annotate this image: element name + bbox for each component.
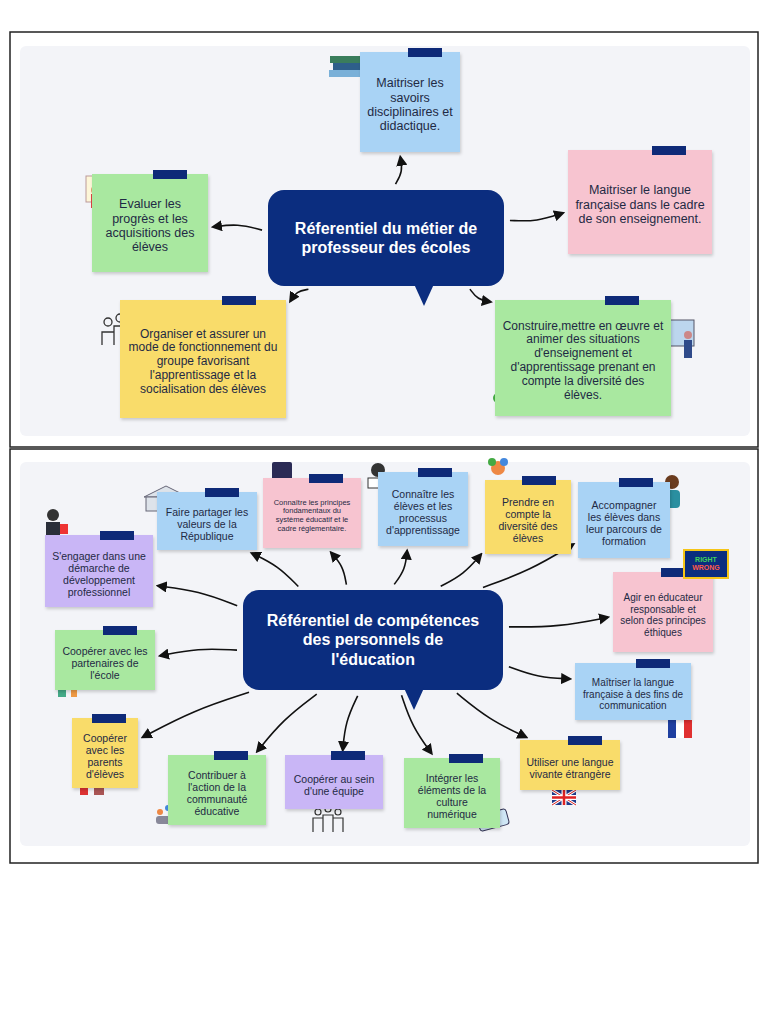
arrow-connector bbox=[331, 553, 346, 585]
arrow-connector bbox=[213, 225, 262, 230]
note-text: Agir en éducateur responsable et selon d… bbox=[619, 592, 707, 638]
note-text: Contribuer à l'action de la communauté é… bbox=[174, 769, 260, 817]
note-text: Maîtriser la langue française à des fins… bbox=[581, 677, 685, 712]
arrow-connector bbox=[290, 289, 308, 301]
arrow-connector bbox=[160, 649, 237, 656]
right-wrong-sign: RIGHTWRONG bbox=[683, 549, 729, 579]
note-text: Maitriser les savoirs disciplinaires et … bbox=[366, 76, 454, 134]
note-text: Coopérer avec les parents d'élèves bbox=[78, 732, 132, 780]
arrow-connector bbox=[143, 692, 249, 737]
note-text: Maitriser le langue française dans le ca… bbox=[574, 183, 706, 226]
arrow-connector bbox=[252, 553, 299, 586]
title-text: Référentiel de compétences des personnel… bbox=[259, 611, 487, 669]
arrow-connector bbox=[396, 157, 402, 184]
sticky-note: Maîtriser la langue française à des fins… bbox=[575, 663, 691, 720]
sticky-note: Intégrer les éléments de la culture numé… bbox=[404, 758, 500, 828]
note-text: Evaluer les progrès et les acquisitions … bbox=[98, 197, 202, 255]
note-text: Faire partager les valeurs de la Républi… bbox=[163, 506, 251, 542]
note-text: Connaître les élèves et les processus d'… bbox=[384, 488, 462, 536]
central-title-bubble: Réferentiel du métier de professeur des … bbox=[268, 190, 504, 286]
sticky-note: Accompagner les élèves dans leur parcour… bbox=[578, 482, 670, 558]
arrow-connector bbox=[457, 693, 527, 737]
sign-word: RIGHT bbox=[695, 556, 717, 564]
sticky-note: Contribuer à l'action de la communauté é… bbox=[168, 755, 266, 825]
note-text: S'engager dans une démarche de développe… bbox=[51, 550, 147, 598]
arrow-connector bbox=[343, 696, 358, 750]
note-text: Organiser et assurer un mode de fonction… bbox=[126, 328, 280, 397]
sticky-note: S'engager dans une démarche de développe… bbox=[45, 535, 153, 607]
note-text: Intégrer les éléments de la culture numé… bbox=[410, 772, 494, 820]
arrow-connector bbox=[441, 554, 481, 586]
sticky-note: Organiser et assurer un mode de fonction… bbox=[120, 300, 286, 418]
note-text: Coopérer au sein d'une équipe bbox=[291, 773, 377, 797]
arrow-connector bbox=[394, 551, 407, 585]
sticky-note: Connaître les élèves et les processus d'… bbox=[378, 472, 468, 546]
uk-flag bbox=[552, 790, 576, 805]
sticky-note: Coopérer au sein d'une équipe bbox=[285, 755, 383, 809]
note-text: Accompagner les élèves dans leur parcour… bbox=[584, 499, 664, 547]
sticky-note: Utiliser une langue vivante étrangère bbox=[520, 740, 620, 790]
sticky-note: Maitriser le langue française dans le ca… bbox=[568, 150, 712, 254]
people-icon bbox=[313, 806, 343, 832]
note-text: Construire,mettre en œuvre et animer des… bbox=[501, 320, 665, 403]
books-icon bbox=[329, 56, 361, 77]
sticky-note: Coopérer avec les parents d'élèves bbox=[72, 718, 138, 788]
sticky-note: Maitriser les savoirs disciplinaires et … bbox=[360, 52, 460, 152]
panel-frame bbox=[10, 32, 758, 447]
sticky-note: Agir en éducateur responsable et selon d… bbox=[613, 572, 713, 652]
central-title-bubble: Référentiel de compétences des personnel… bbox=[243, 590, 503, 690]
arrow-connector bbox=[470, 289, 491, 302]
arrow-connector bbox=[509, 667, 570, 679]
arrow-connector bbox=[510, 213, 563, 221]
sticky-note: Construire,mettre en œuvre et animer des… bbox=[495, 300, 671, 416]
panel-ground bbox=[20, 46, 750, 436]
note-text: Prendre en compte la diversité des élève… bbox=[491, 496, 565, 544]
sticky-note: Faire partager les valeurs de la Républi… bbox=[157, 492, 257, 550]
sticky-note: Coopérer avec les partenaires de l'école bbox=[55, 630, 155, 690]
arrow-connector bbox=[158, 586, 237, 606]
note-text: Coopérer avec les partenaires de l'école bbox=[61, 645, 149, 681]
sticky-note: Evaluer les progrès et les acquisitions … bbox=[92, 174, 208, 272]
sticky-note: Connaître les principes fondamentaux du … bbox=[263, 478, 361, 548]
panel-frame bbox=[10, 449, 758, 863]
panel-ground bbox=[20, 462, 750, 846]
title-text: Réferentiel du métier de professeur des … bbox=[284, 219, 488, 257]
arrow-connector bbox=[257, 694, 317, 751]
note-text: Utiliser une langue vivante étrangère bbox=[526, 756, 614, 780]
arrow-connector bbox=[509, 617, 608, 627]
note-text: Connaître les principes fondamentaux du … bbox=[269, 499, 355, 534]
sticky-note: Prendre en compte la diversité des élève… bbox=[485, 480, 571, 554]
sign-word: WRONG bbox=[692, 564, 720, 572]
french-flag bbox=[668, 720, 692, 738]
